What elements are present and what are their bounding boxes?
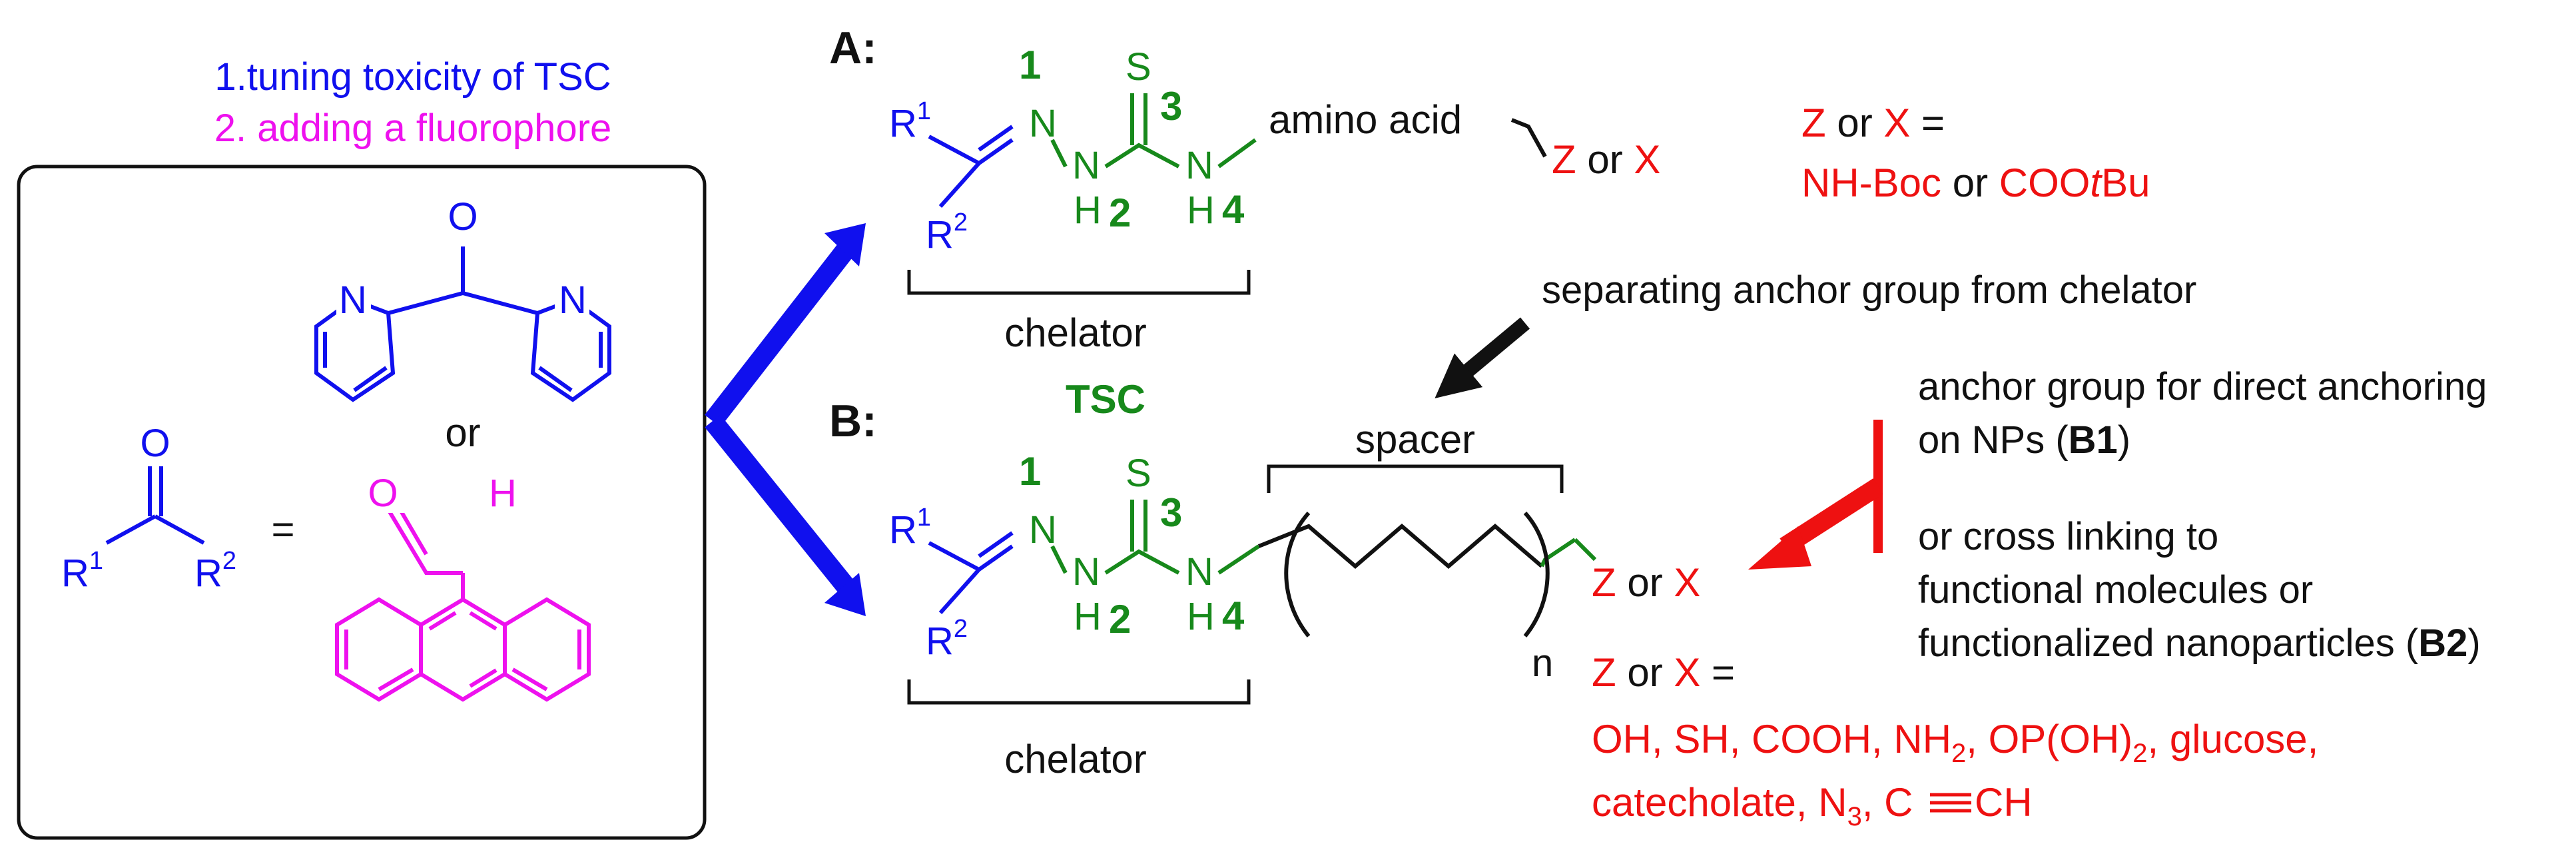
- dipyridyl-nitrogen-left: N: [339, 278, 367, 322]
- scheme-b-num2: 2: [1109, 597, 1131, 641]
- reagent-box: [17, 165, 707, 840]
- scheme-b-n2: N: [1072, 550, 1100, 594]
- scheme-a-n2: N: [1072, 144, 1100, 187]
- tsc-label: TSC: [1066, 377, 1145, 422]
- generic-ketone-structure: [105, 466, 205, 545]
- aldehyde-hydrogen-label: H: [489, 472, 517, 515]
- scheme-b: B: R1 R2 N 1 N H 2 S 3 N H 4 spacer n: [829, 396, 2318, 831]
- scheme-a-chelator-bracket: [907, 270, 1251, 295]
- anchor-notes: anchor group for direct anchoring on NPs…: [1748, 365, 2487, 665]
- anchor-b2-line3: functionalized nanoparticles (B2): [1918, 622, 2481, 665]
- arrow-to-b-head: [824, 573, 866, 616]
- branch-arrows: [705, 223, 866, 616]
- left-panel: 1.tuning toxicity of TSC 2. adding a flu…: [17, 55, 707, 840]
- spacer-label: spacer: [1355, 417, 1475, 462]
- scheme-a-num1: 1: [1019, 43, 1041, 87]
- scheme-a: A: R1 R2 N 1 N H 2 S 3 N H 4 amino acid …: [829, 23, 2150, 422]
- scheme-a-n1: N: [1029, 102, 1057, 145]
- scheme-a-label: A:: [829, 23, 877, 73]
- scheme-b-zx-definition: Z or X =: [1592, 650, 1735, 695]
- dipyridyl-oxygen-label: O: [448, 195, 478, 238]
- scheme-a-h2: H: [1074, 189, 1102, 232]
- goal-tuning-toxicity: 1.tuning toxicity of TSC: [214, 55, 611, 99]
- scheme-a-z-or-x: Z or X: [1552, 137, 1660, 182]
- aldehyde-oxygen-label: O: [368, 472, 398, 515]
- anthraldehyde-structure: [335, 466, 591, 702]
- scheme-b-bonds: [928, 500, 1597, 638]
- separating-text: separating anchor group from chelator: [1542, 268, 2196, 312]
- scheme-a-r2: R2: [926, 209, 968, 256]
- scheme-b-num3: 3: [1160, 490, 1182, 535]
- scheme-b-n4: N: [1185, 550, 1213, 594]
- spacer-bracket: [1267, 464, 1564, 493]
- or-label: or: [445, 410, 480, 455]
- scheme-b-z-or-x: Z or X: [1592, 560, 1700, 605]
- scheme-b-n1: N: [1029, 508, 1057, 552]
- ketone-oxygen-label: O: [140, 422, 170, 465]
- scheme-a-num4: 4: [1222, 187, 1245, 232]
- anchor-b1-line1: anchor group for direct anchoring: [1918, 365, 2487, 408]
- scheme-a-num3: 3: [1160, 84, 1182, 129]
- arrow-to-a-head: [824, 223, 866, 266]
- scheme-b-num4: 4: [1222, 594, 1245, 638]
- arrow-to-a: [705, 243, 854, 428]
- scheme-a-zx-definition: Z or X =: [1801, 101, 1945, 145]
- scheme-b-h2: H: [1074, 595, 1102, 638]
- ketone-r2-label: R2: [194, 547, 236, 595]
- anchor-b2-line2: functional molecules or: [1918, 568, 2313, 612]
- goal-adding-fluorophore: 2. adding a fluorophore: [214, 107, 612, 150]
- arrow-to-b: [705, 414, 854, 593]
- separating-arrow: [1435, 317, 1530, 399]
- scheme-b-chelator-label: chelator: [1004, 737, 1146, 781]
- scheme-b-label: B:: [829, 396, 877, 446]
- scheme-b-chelator-bracket: [907, 679, 1251, 705]
- ketone-r1-label: R1: [61, 547, 103, 595]
- anchor-b2-line1: or cross linking to: [1918, 515, 2218, 558]
- equals-sign: =: [271, 507, 294, 552]
- dipyridyl-ketone-structure: [314, 193, 611, 402]
- scheme-b-alkyne-ch: CH: [1975, 780, 2033, 825]
- anchor-b1-line2: on NPs (B1): [1918, 418, 2130, 462]
- dipyridyl-nitrogen-right: N: [559, 278, 587, 322]
- red-anchor-arrow: [1748, 420, 1883, 570]
- scheme-a-bonds: [928, 93, 1547, 208]
- scheme-a-num2: 2: [1109, 191, 1131, 235]
- scheme-a-r1: R1: [889, 97, 931, 145]
- scheme-a-zx-values: NH-Boc or COOtBu: [1801, 161, 2150, 205]
- scheme-a-sulfur: S: [1126, 45, 1151, 89]
- scheme-b-h4: H: [1187, 595, 1215, 638]
- scheme-b-num1: 1: [1019, 449, 1041, 494]
- scheme-b-sulfur: S: [1126, 452, 1151, 495]
- scheme-b-r1: R1: [889, 504, 931, 552]
- scheme-b-zx-list-line1: OH, SH, COOH, NH2, OP(OH)2, glucose,: [1592, 717, 2318, 768]
- scheme-a-n4: N: [1185, 144, 1213, 187]
- repeat-n-label: n: [1532, 641, 1553, 685]
- scheme-a-h4: H: [1187, 189, 1215, 232]
- triple-bond-icon: [1930, 793, 1971, 813]
- scheme-b-zx-list-line2: catecholate, N3, C: [1592, 780, 1913, 831]
- scheme-a-chelator-label: chelator: [1004, 310, 1146, 355]
- scheme-a-amino-acid: amino acid: [1269, 97, 1462, 142]
- scheme-b-r2: R2: [926, 615, 968, 663]
- separating-note: separating anchor group from chelator: [1435, 268, 2196, 399]
